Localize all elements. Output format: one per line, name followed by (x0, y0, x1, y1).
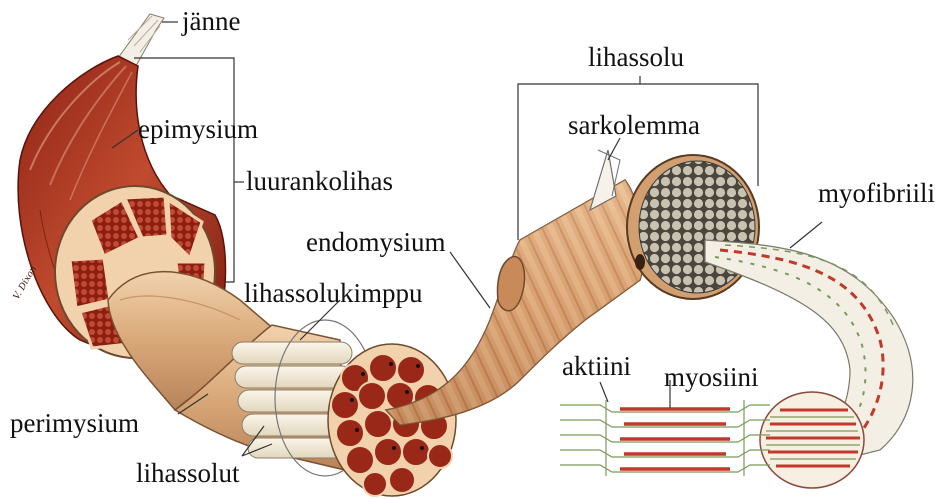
label-janne: jänne (182, 8, 240, 35)
sarcomere-detail (560, 400, 770, 476)
label-myofibriili: myofibriili (818, 180, 935, 207)
label-sarkolemma: sarkolemma (568, 112, 700, 139)
artist-signature: V. Dixon (12, 264, 39, 301)
label-lihassolukimppu: lihassolukimppu (244, 280, 423, 307)
label-epimysium: epimysium (138, 116, 258, 143)
fascicle-cross-section (328, 344, 456, 496)
label-perimysium: perimysium (10, 410, 139, 437)
label-luurankolihas: luurankolihas (246, 168, 393, 195)
label-lihassolu: lihassolu (588, 44, 684, 71)
label-endomysium: endomysium (306, 229, 446, 256)
label-aktiini: aktiini (562, 353, 631, 380)
label-lihassolut: lihassolut (136, 460, 240, 487)
label-myosiini: myosiini (664, 364, 759, 391)
